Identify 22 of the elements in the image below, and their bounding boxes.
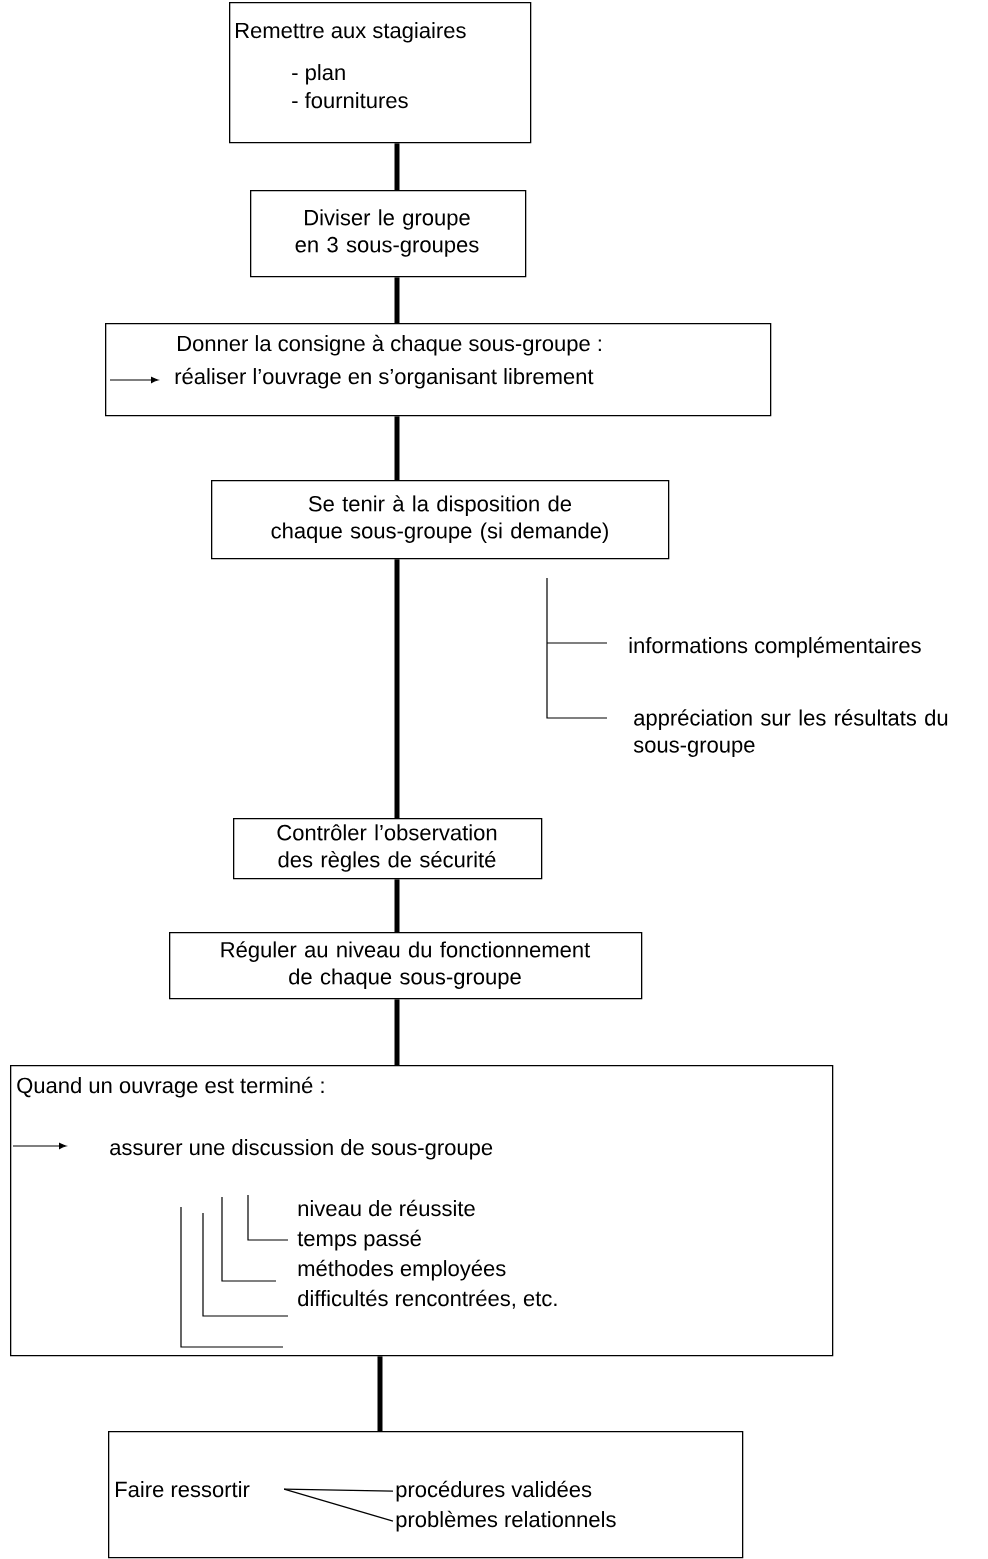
connector-line	[377, 1356, 383, 1431]
text-item: procédures validées	[396, 1480, 592, 1502]
connector-line	[394, 559, 400, 818]
connector-line	[283, 1488, 394, 1522]
process-box: Se tenir à la disposition de chaque sous-groupe (si demande)	[211, 480, 670, 560]
process-box: Réguler au niveau du fonctionnement de chaque sous-groupe	[169, 932, 643, 1000]
connector-line	[394, 879, 400, 932]
text-item: Faire ressortir	[116, 1481, 250, 1498]
process-box: Diviser le groupe en 3 sous-groupes	[250, 190, 527, 278]
process-box: Quand un ouvrage est terminé : assurer une discussion de sous-groupe niveau de réussite temps passé méthodes employées difficultés rencontrées, etc.	[10, 1065, 834, 1357]
note-text: informations complémentaires	[629, 636, 921, 658]
process-box: Remettre aux stagiaires - plan - fournitures	[229, 2, 532, 144]
connector-line	[394, 143, 400, 190]
process-box: Contrôler l’observation des règles de sécurité	[233, 818, 543, 880]
connector-line	[394, 277, 400, 323]
process-box: Donner la consigne à chaque sous-groupe : réaliser l’ouvrage en s’organisant librement	[105, 323, 772, 417]
connector-line	[394, 416, 400, 480]
connector-line	[394, 999, 400, 1065]
connector-line	[283, 1488, 394, 1492]
note-text: appréciation sur les résultats du sous-groupe	[633, 709, 948, 757]
text-item: problèmes relationnels	[396, 1510, 616, 1532]
process-box	[108, 1431, 744, 1559]
